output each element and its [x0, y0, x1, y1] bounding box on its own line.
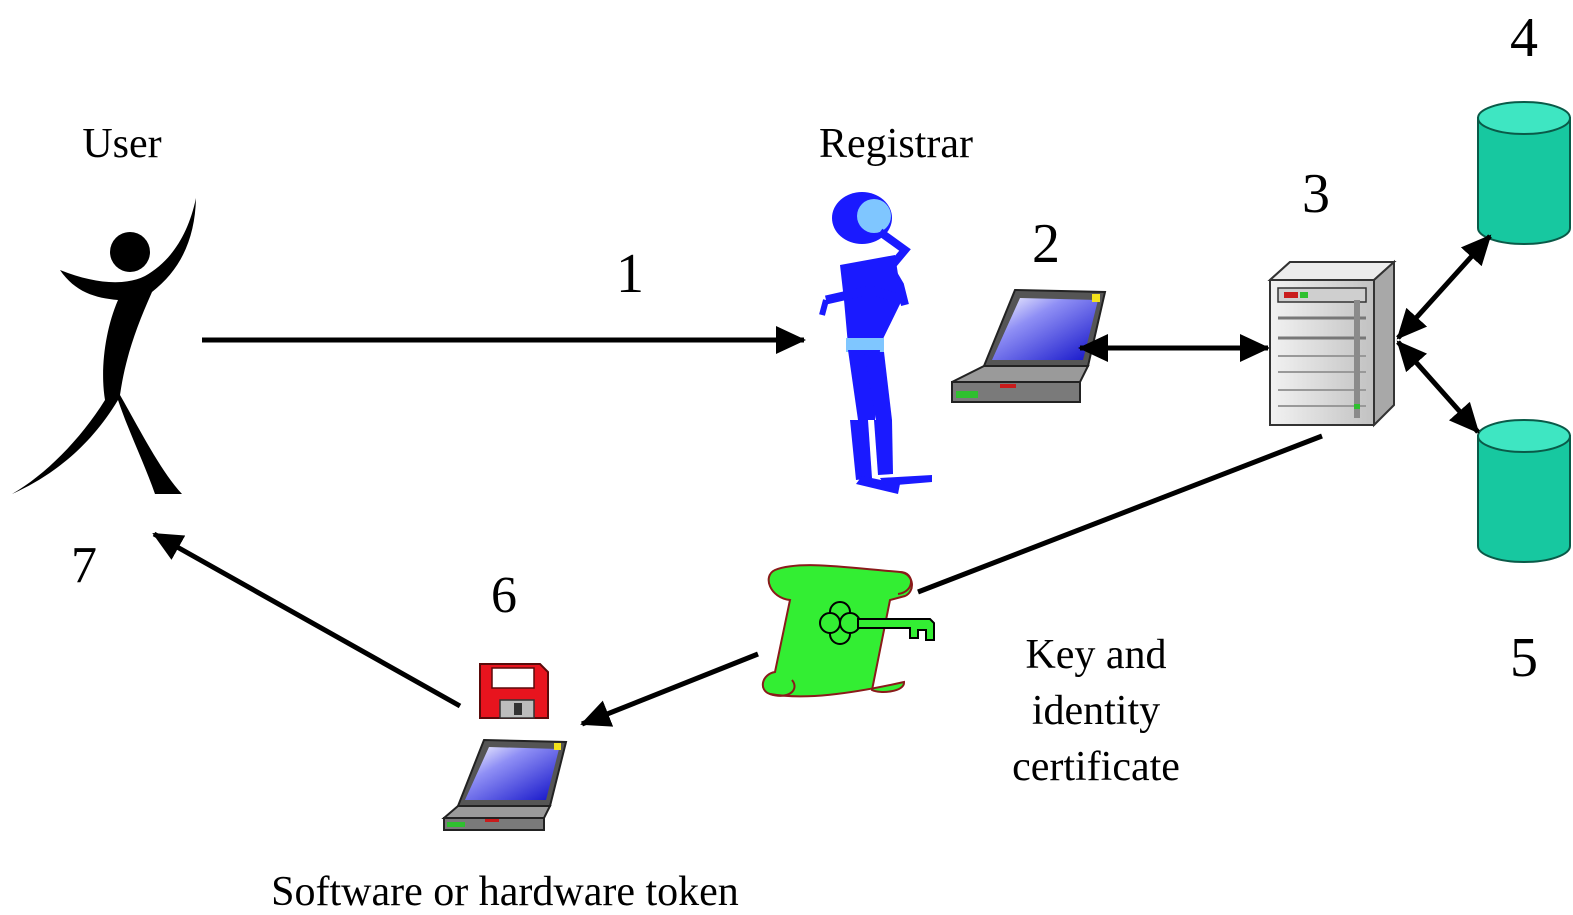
step-1-label: 1 [616, 243, 644, 305]
step-4-label: 4 [1510, 7, 1538, 69]
certificate-scroll-icon [761, 564, 935, 698]
arrow-server-database-bottom [1396, 340, 1480, 434]
registrar-laptop-icon [951, 288, 1107, 403]
step-3-label: 3 [1302, 163, 1330, 225]
registrar-person-icon [819, 192, 932, 494]
step-5-label: 5 [1510, 627, 1538, 689]
arrow-token-user [152, 531, 462, 709]
certificate-label-line1: Key and [1025, 632, 1166, 678]
token-label: Software or hardware token [271, 869, 739, 915]
line-server-certificate [917, 433, 1323, 595]
arrow-certificate-token [580, 651, 759, 727]
step-6-label: 6 [491, 567, 517, 624]
registrar-label: Registrar [819, 121, 973, 167]
user-person-icon [12, 198, 196, 494]
user-label: User [82, 121, 161, 167]
server-icon [1267, 259, 1397, 428]
step-2-label: 2 [1032, 213, 1060, 275]
arrow-server-database-top [1396, 234, 1492, 340]
floppy-disk-icon [479, 663, 549, 719]
database-top-icon [1477, 101, 1571, 245]
certificate-label-line2: identity [1032, 688, 1160, 734]
certificate-label-line3: certificate [1012, 744, 1180, 790]
database-bottom-icon [1477, 419, 1571, 563]
step-7-label: 7 [71, 537, 97, 594]
user-laptop-icon [441, 738, 568, 831]
